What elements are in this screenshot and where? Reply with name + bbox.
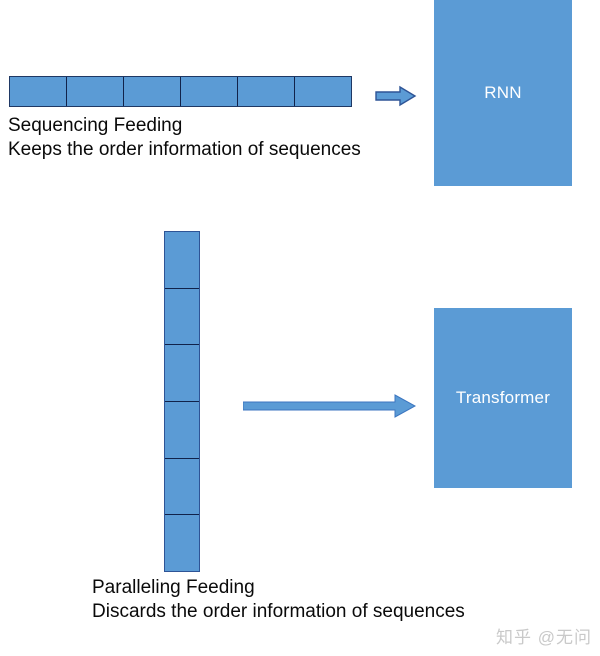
rnn-model-box: RNN	[434, 0, 572, 186]
top-caption: Sequencing Feeding Keeps the order infor…	[8, 114, 361, 162]
horizontal-token-strip	[9, 76, 352, 107]
bottom-caption-line1: Paralleling Feeding	[92, 577, 255, 598]
token-cell	[165, 458, 199, 516]
token-cell	[238, 77, 295, 106]
token-cell	[181, 77, 238, 106]
bottom-caption-line2: Discards the order information of sequen…	[92, 601, 465, 622]
arrow-to-rnn-icon	[375, 85, 417, 107]
token-cell	[165, 232, 199, 289]
rnn-model-label: RNN	[484, 83, 522, 102]
transformer-model-label: Transformer	[455, 388, 551, 407]
bottom-caption: Paralleling Feeding Discards the order i…	[92, 576, 465, 624]
arrow-to-transformer-icon	[243, 394, 417, 418]
top-caption-line2: Keeps the order information of sequences	[8, 139, 361, 160]
token-cell	[295, 77, 351, 106]
token-cell	[67, 77, 124, 106]
watermark: 知乎 @无问	[496, 628, 592, 647]
vertical-token-strip	[164, 231, 200, 572]
token-cell	[165, 402, 199, 459]
token-cell	[165, 288, 199, 346]
token-cell	[165, 345, 199, 403]
token-cell	[10, 77, 67, 106]
transformer-model-box: Transformer	[434, 308, 572, 488]
top-caption-line1: Sequencing Feeding	[8, 115, 183, 136]
token-cell	[165, 515, 199, 572]
token-cell	[124, 77, 181, 106]
